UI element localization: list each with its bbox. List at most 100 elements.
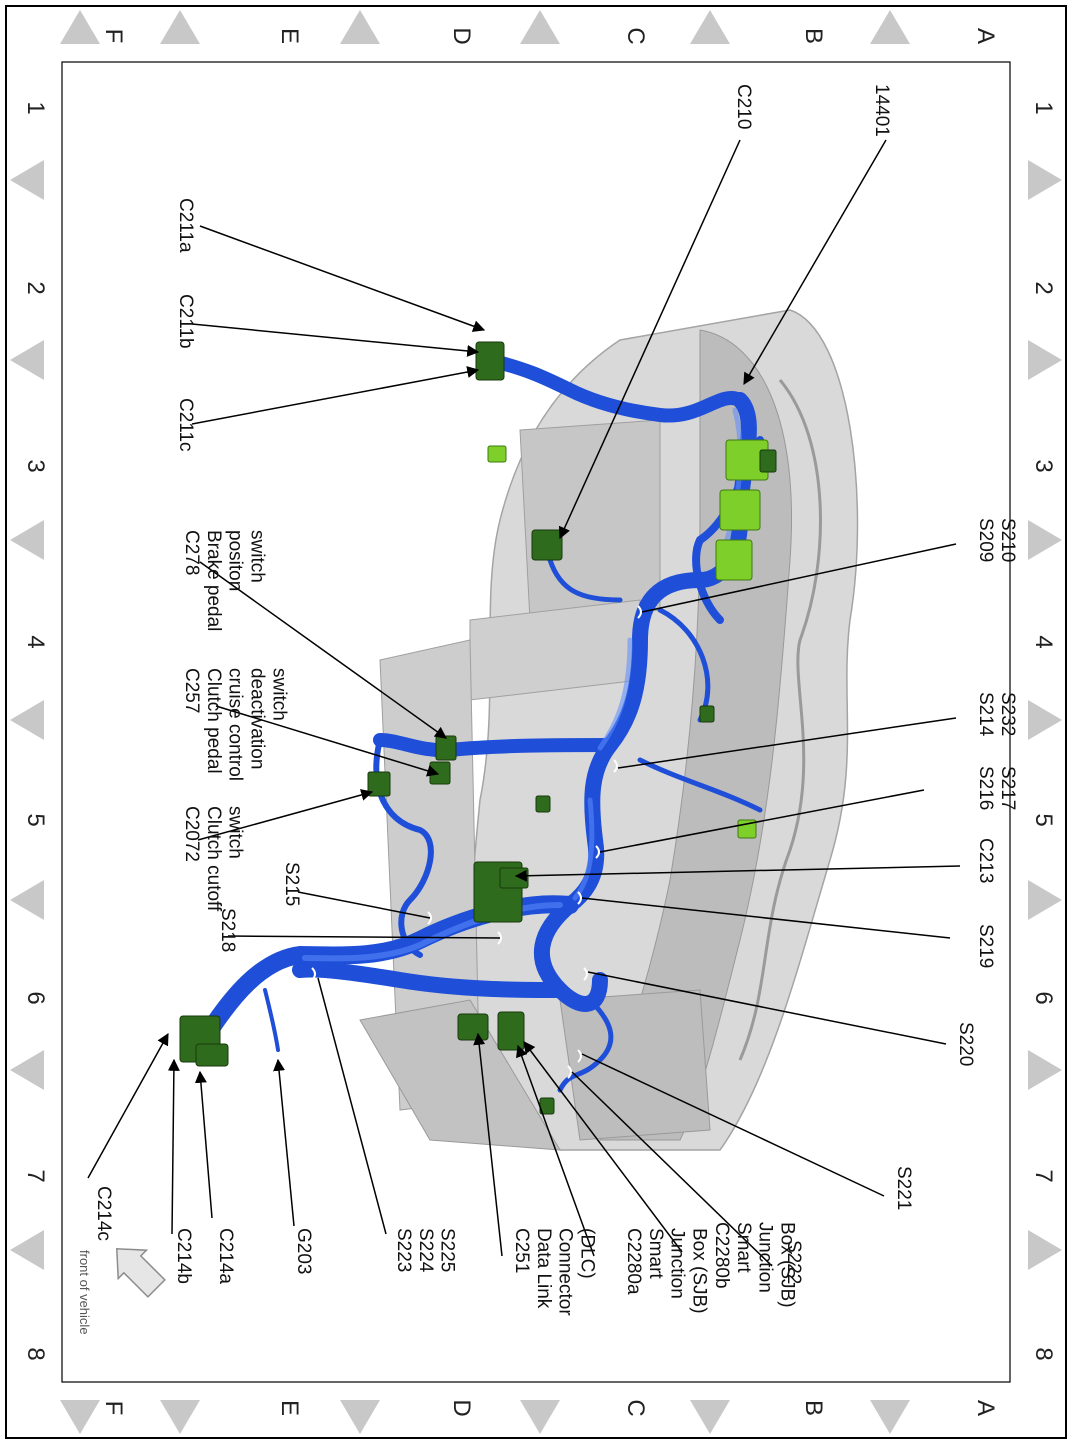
grid-marker-left bbox=[10, 880, 44, 920]
grid-marker-top bbox=[60, 10, 100, 44]
harness-branch-c211 bbox=[483, 353, 747, 423]
label-s214-s232: S214 S232 bbox=[975, 692, 1018, 742]
label-line: G203 bbox=[293, 1228, 314, 1274]
leader-c251 bbox=[473, 1032, 503, 1257]
label-line: S221 bbox=[893, 1166, 914, 1210]
harness-lower-loop bbox=[292, 961, 568, 998]
label-c251: C251 Data Link Connector (DLC) bbox=[511, 1228, 598, 1321]
label-line: Clutch pedal bbox=[203, 668, 224, 774]
label-line: S225 bbox=[437, 1228, 458, 1272]
label-line: S232 bbox=[997, 692, 1018, 736]
label-s219: S219 bbox=[975, 924, 996, 968]
grid-marker-left bbox=[10, 700, 44, 740]
grid-row-label: C bbox=[622, 1399, 649, 1416]
label-line: S209 bbox=[975, 518, 996, 562]
connector-block bbox=[715, 539, 753, 581]
grid-row-label: B bbox=[800, 1400, 827, 1416]
label-line: Junction bbox=[667, 1228, 688, 1299]
label-line: C214a bbox=[215, 1228, 236, 1284]
grid-marker-top bbox=[690, 10, 730, 44]
leader-c257 bbox=[215, 705, 440, 777]
harness-branch-sjb bbox=[557, 997, 614, 1093]
leader-c210 bbox=[558, 139, 741, 540]
connector-c278 bbox=[435, 735, 457, 761]
grid-marker-left bbox=[10, 1050, 44, 1090]
connector-block bbox=[499, 867, 529, 889]
callout-labels: 14401 C210 C211a C211b C211c S209 S210 C… bbox=[93, 84, 1018, 1321]
label-s215: S215 bbox=[281, 862, 302, 906]
leader-s220 bbox=[587, 971, 947, 1045]
label-14401: 14401 bbox=[871, 84, 892, 137]
label-line: S217 bbox=[997, 766, 1018, 810]
connector-small bbox=[699, 705, 715, 723]
leader-s222 bbox=[571, 1071, 773, 1267]
grid-column-label: 3 bbox=[1030, 459, 1057, 472]
label-s209-s210: S209 S210 bbox=[975, 518, 1018, 568]
label-s221: S221 bbox=[893, 1166, 914, 1210]
leader-c214a bbox=[194, 1070, 213, 1219]
label-line: Smart bbox=[733, 1222, 754, 1273]
label-line: S224 bbox=[415, 1228, 436, 1273]
connector-c213 bbox=[473, 861, 529, 923]
label-c2280b: C2280b Smart Junction Box (SJB) bbox=[711, 1222, 798, 1308]
grid-column-label: 6 bbox=[1030, 991, 1057, 1004]
grid-column-label: 5 bbox=[22, 813, 49, 826]
label-line: C214c bbox=[93, 1186, 114, 1241]
knee-bolster bbox=[559, 989, 711, 1141]
label-s218: S218 bbox=[217, 908, 238, 952]
label-line: positon bbox=[225, 530, 246, 591]
label-line: switch bbox=[225, 806, 246, 859]
label-line: S216 bbox=[975, 766, 996, 810]
harness-branch-right bbox=[637, 757, 763, 813]
label-line: S222 bbox=[783, 1240, 804, 1284]
label-c257: C257 Clutch pedal cruise control deactiv… bbox=[181, 668, 289, 786]
splice-markers bbox=[311, 605, 642, 1079]
leader-c211b bbox=[191, 323, 480, 357]
label-line: (DLC) bbox=[577, 1228, 598, 1279]
grid-marker-right bbox=[1028, 160, 1062, 200]
grid-marker-bottom bbox=[690, 1400, 730, 1434]
label-s220: S220 bbox=[955, 1022, 976, 1066]
label-line: S219 bbox=[975, 924, 996, 968]
leader-c2072 bbox=[197, 789, 374, 841]
grid-row-label: D bbox=[448, 1399, 475, 1416]
grid-marker-right bbox=[1028, 880, 1062, 920]
leader-g203 bbox=[273, 1058, 295, 1227]
leader-14401 bbox=[743, 139, 887, 386]
grid-marker-left bbox=[10, 340, 44, 380]
leader-c2280b bbox=[523, 1041, 683, 1253]
grid-marker-top bbox=[520, 10, 560, 44]
leader-s218 bbox=[227, 935, 501, 939]
label-s216-s217: S216 S217 bbox=[975, 766, 1018, 816]
label-line: C211a bbox=[175, 198, 196, 253]
label-line: S223 bbox=[393, 1228, 414, 1272]
connector-bcm-cluster bbox=[715, 439, 777, 581]
label-line: Brake pedal bbox=[203, 530, 224, 631]
grid-marker-right bbox=[1028, 1050, 1062, 1090]
connector-block bbox=[759, 449, 777, 473]
label-line: C2072 bbox=[181, 806, 202, 862]
front-arrow-icon bbox=[115, 1247, 166, 1298]
splice-s218 bbox=[497, 931, 502, 945]
grid-marker-left bbox=[10, 520, 44, 560]
glovebox-panel bbox=[519, 419, 661, 621]
grid-marker-top bbox=[340, 10, 380, 44]
label-line: S215 bbox=[281, 862, 302, 906]
label-line: C210 bbox=[733, 84, 754, 129]
label-line: C211b bbox=[175, 294, 196, 349]
grid-column-label: 2 bbox=[22, 281, 49, 294]
splice-s209 bbox=[637, 605, 642, 619]
grid-column-label: 5 bbox=[1030, 813, 1057, 826]
front-of-vehicle-indicator: front of vehicle bbox=[77, 1247, 166, 1335]
connector-c210 bbox=[531, 529, 563, 561]
grid-column-labels-left: 1 2 3 4 5 6 7 8 bbox=[22, 101, 49, 1360]
label-line: S220 bbox=[955, 1022, 976, 1066]
splice-s221 bbox=[577, 1049, 582, 1063]
grid-marker-bottom bbox=[160, 1400, 200, 1434]
label-c211c: C211c bbox=[175, 398, 196, 452]
label-line: S210 bbox=[997, 518, 1018, 562]
dash-edge-contour bbox=[738, 379, 822, 1061]
label-c2072: C2072 Clutch cutoff switch bbox=[181, 806, 246, 917]
leader-s223 bbox=[317, 977, 387, 1235]
